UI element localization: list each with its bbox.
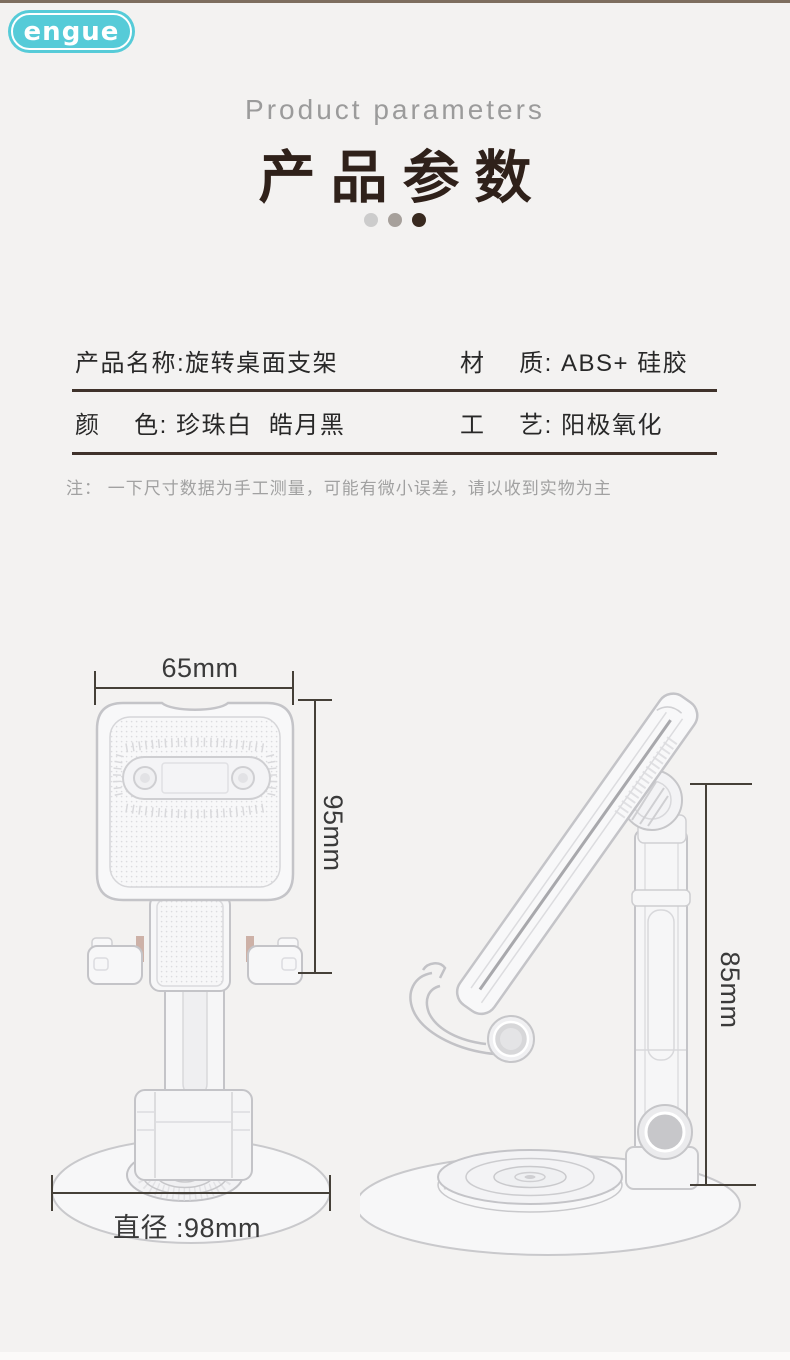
front-dimension-lines — [51, 671, 332, 1211]
dot-dark — [412, 213, 426, 227]
brand-logo-ring — [11, 13, 132, 50]
section-subtitle: Product parameters — [245, 94, 545, 125]
tilted-plate — [455, 692, 699, 1016]
spec-table: 产品名称:旋转桌面支架 材 质: ABS+ 硅胶 颜 色: 珍珠白 皓月黑 工 … — [72, 332, 717, 455]
dim-diameter-98mm: 直径 :98mm — [112, 1213, 262, 1243]
brand-logo: engue — [8, 10, 135, 53]
dot-medium — [388, 213, 402, 227]
side-view-drawing — [360, 692, 756, 1256]
spec-color: 颜 色: 珍珠白 皓月黑 — [75, 411, 346, 439]
spec-material: 材 质: ABS+ 硅胶 — [460, 350, 689, 377]
measurement-note: 注： 一下尺寸数据为手工测量，可能有微小误差，请以收到实物为主 — [66, 479, 612, 498]
spec-row-2: 颜 色: 珍珠白 皓月黑 工 艺: 阳极氧化 — [72, 392, 717, 455]
bottom-edge — [0, 1352, 790, 1360]
spec-process: 工 艺: 阳极氧化 — [460, 411, 664, 439]
dim-height-95mm: 95mm — [318, 794, 349, 872]
brand-logo-text: engue — [23, 16, 120, 47]
side-dimension-lines — [690, 783, 756, 1186]
title-dots — [0, 213, 790, 227]
section-title: 产品参数 — [258, 146, 547, 210]
top-accent-bar — [0, 0, 790, 3]
front-view-drawing — [51, 671, 332, 1244]
dot-light — [364, 213, 378, 227]
dim-width-65mm: 65mm — [161, 653, 239, 683]
spec-product-name: 产品名称:旋转桌面支架 — [75, 350, 339, 377]
dim-height-85mm: 85mm — [715, 951, 746, 1029]
spec-row-1: 产品名称:旋转桌面支架 材 质: ABS+ 硅胶 — [72, 332, 717, 392]
